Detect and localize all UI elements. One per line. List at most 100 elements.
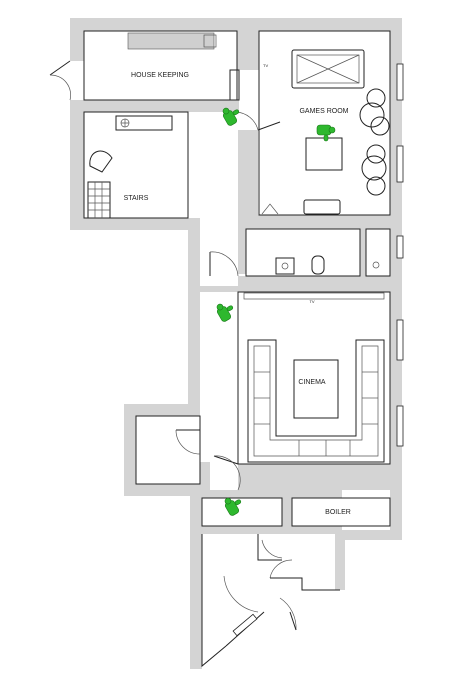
wall-games-bottom: [238, 215, 390, 229]
boiler-room: BOILER: [325, 509, 351, 516]
door-leaf-housekeeping: [49, 60, 71, 76]
door-swing-storage: [175, 429, 201, 455]
wall-entrance-left: [190, 484, 202, 669]
housekeeping-outline: [83, 30, 238, 101]
games-table: [305, 137, 343, 171]
door-swing-games: [235, 111, 259, 131]
outlines: [83, 30, 391, 527]
wall-right-lower: [390, 250, 402, 540]
hall-outline: [201, 497, 283, 527]
door-swing-cinema: [213, 455, 241, 491]
wall-storage-bottom: [124, 484, 204, 496]
wall-corridor-door-top: [200, 286, 238, 292]
counter-top: [127, 32, 215, 50]
closet-outline: [365, 228, 391, 277]
wall-boiler-left: [282, 490, 292, 534]
games-room: TV GAMES ROOM: [235, 49, 404, 215]
stairs-outline: [83, 111, 189, 219]
room-label-housekeeping: HOUSE KEEPING: [131, 72, 189, 79]
door-swing-corridor: [209, 251, 239, 277]
stool-1: [359, 102, 385, 128]
wall-boiler-bottom: [202, 526, 342, 534]
cinema-sofa: [247, 339, 385, 463]
door-frame-housekeeping-right: [229, 69, 240, 101]
door-leaf-entrance-2: [289, 611, 297, 631]
label-tv: TV: [309, 299, 314, 304]
storage-room: [175, 429, 201, 455]
console-lamp-cross: [121, 119, 129, 127]
room-label-boiler: BOILER: [325, 509, 351, 516]
sink: [203, 34, 217, 48]
person-figures: [216, 107, 336, 516]
tv-screen: [243, 292, 385, 300]
window-games-1: [396, 63, 404, 101]
label-tv-small: TV: [263, 63, 268, 68]
games-chair: [261, 203, 279, 215]
door-leaf-cinema: [213, 455, 239, 465]
bathroom-outline: [245, 228, 361, 277]
wall-boiler-top: [202, 490, 342, 498]
pool-table-detail: [296, 54, 360, 84]
pool-table: [291, 49, 365, 89]
wall-bottom-right: [340, 530, 402, 540]
wall-cinema-top: [238, 276, 390, 292]
stool-4: [366, 176, 386, 196]
bathroom-sink: [275, 257, 295, 275]
toilet: [311, 255, 325, 275]
window-games-2: [396, 145, 404, 183]
games-room-outline: [258, 30, 391, 216]
wall-right-upper: [390, 18, 402, 250]
entrance-left: [201, 534, 227, 668]
wall-storage-left: [124, 404, 136, 494]
cinema-sofa-inner: [253, 345, 379, 457]
stairs-area: STAIRS: [87, 115, 173, 219]
wall-bath-left: [238, 228, 246, 274]
person-icon: [224, 497, 242, 516]
wall-stairs-bottom: [70, 218, 200, 230]
wall-entrance-right: [335, 530, 345, 590]
games-bench: [303, 199, 341, 215]
pool-table-felt: [296, 54, 360, 84]
door-swing-hall-2: [269, 559, 293, 579]
stool-5: [370, 116, 390, 136]
entrance: [201, 534, 340, 668]
wall-housekeeping-left-upper: [70, 18, 84, 61]
window-bath: [396, 235, 404, 259]
cinema-table: [293, 359, 339, 419]
wall-bath-divider: [360, 228, 366, 278]
stairs: [87, 181, 111, 219]
sink-drain: [281, 262, 289, 270]
boiler-outline: [291, 497, 391, 527]
wall-cinema-bottom: [238, 464, 390, 490]
door-swing-housekeeping: [49, 74, 71, 101]
room-label-cinema: CINEMA: [298, 379, 326, 386]
housekeeping-room: HOUSE KEEPING: [49, 32, 240, 101]
room-label-games-room: GAMES ROOM: [299, 108, 348, 115]
window-cinema-1: [396, 319, 404, 361]
stairs-console: [115, 115, 173, 131]
wall-games-left-lower: [238, 130, 258, 218]
door-swing-entrance-2: [279, 597, 297, 631]
door-leaf-games: [257, 121, 281, 131]
armchair: [89, 150, 113, 173]
wall-housekeeping-bottom: [84, 100, 239, 112]
room-label-stairs: STAIRS: [124, 195, 149, 202]
person-icon: [222, 107, 240, 126]
wall-cinema-left-bottom: [200, 462, 210, 492]
window-cinema-2: [396, 405, 404, 447]
cinema-outline: [237, 291, 391, 465]
cinema-room: TV CINEMA: [213, 292, 404, 491]
stool-3: [361, 155, 387, 181]
stool-6: [366, 144, 386, 164]
hall-partition-2: [270, 577, 340, 591]
closet-fixture: [372, 261, 380, 269]
person-icon: [216, 303, 234, 322]
door-swing-entrance-1: [223, 575, 259, 613]
wall-stairs-left: [70, 100, 84, 230]
wall-corridor-left: [188, 218, 200, 404]
storage-outline: [135, 415, 201, 485]
hall-partition: [257, 534, 282, 561]
bathroom: [209, 235, 404, 277]
person-icon: [316, 124, 336, 142]
